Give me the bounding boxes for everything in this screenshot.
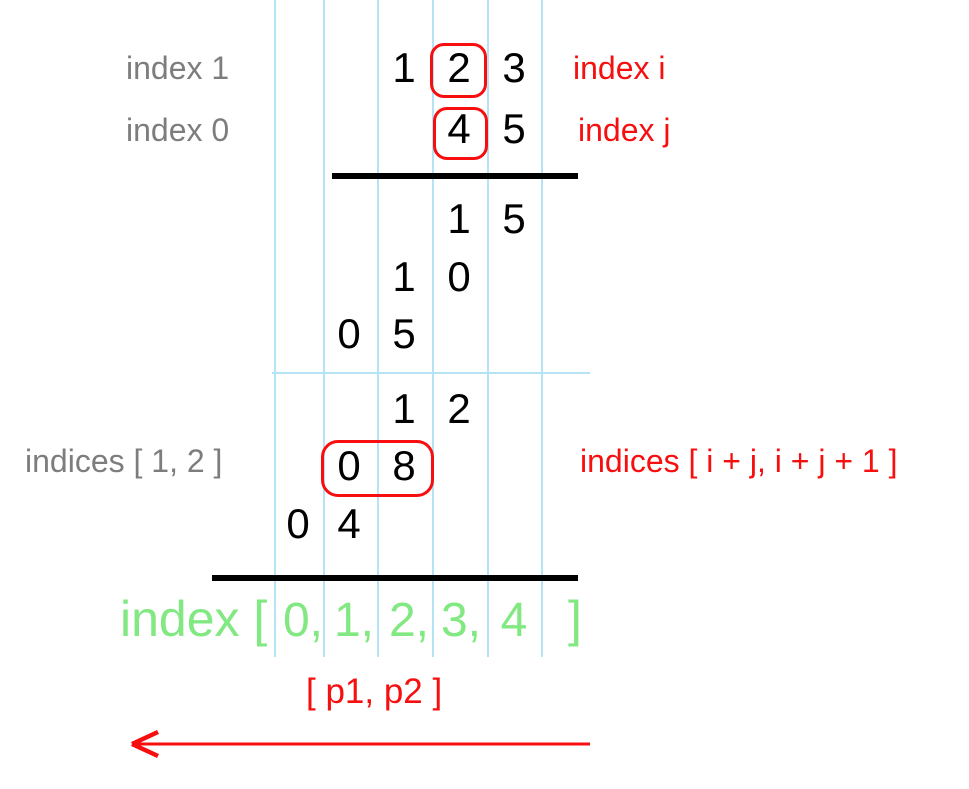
multiplier-digit-highlighted: 4 [447, 105, 471, 152]
partial-product-digit: 5 [502, 195, 526, 242]
partial-product-digit: 1 [392, 253, 416, 300]
index-value: 1, [333, 594, 375, 647]
label-index-j: index j [578, 112, 671, 148]
partial-product-digit-highlighted: 8 [392, 442, 416, 489]
partial-product-digit: 0 [286, 500, 310, 547]
sum-rule-line [212, 575, 578, 581]
highlight-box-digit-4 [433, 107, 488, 160]
label-index-open-bracket: index [ [120, 591, 268, 647]
column-guide-line [487, 0, 489, 657]
partial-product-digit: 0 [337, 310, 361, 357]
label-p1-p2: [ p1, p2 ] [306, 672, 443, 711]
partial-product-digit-highlighted: 0 [337, 442, 361, 489]
column-guide-line [274, 0, 276, 657]
partial-product-digit: 2 [447, 385, 471, 432]
multiplier-digit: 5 [502, 105, 526, 152]
index-value: 4 [500, 594, 528, 647]
label-index-close-bracket: ] [568, 591, 582, 647]
multiplicand-digit-highlighted: 2 [447, 44, 471, 91]
highlight-box-digits-08 [321, 440, 434, 497]
index-value: 3, [440, 594, 482, 647]
column-guide-line [377, 0, 379, 657]
partial-product-digit: 4 [337, 500, 361, 547]
index-value: 0, [282, 594, 324, 647]
multiplicand-digit: 1 [392, 44, 416, 91]
column-guide-line [323, 0, 325, 657]
label-indices-i-plus-j: indices [ i + j, i + j + 1 ] [580, 443, 898, 479]
index-value: 2, [388, 594, 430, 647]
label-indices-1-2: indices [ 1, 2 ] [25, 443, 223, 479]
label-index-1: index 1 [126, 50, 230, 86]
column-guide-line [432, 0, 434, 657]
partial-product-digit: 0 [447, 253, 471, 300]
partial-product-digit: 5 [392, 310, 416, 357]
label-index-0: index 0 [126, 112, 230, 148]
multiplication-rule-line [332, 173, 578, 179]
partial-product-digit: 1 [392, 385, 416, 432]
section-separator-line [272, 372, 590, 374]
column-guide-line [541, 0, 543, 657]
partial-product-digit: 1 [447, 195, 471, 242]
label-index-i: index i [573, 50, 666, 86]
leftward-arrow-icon [131, 729, 590, 759]
highlight-box-digit-2 [430, 43, 487, 98]
multiplicand-digit: 3 [502, 44, 526, 91]
